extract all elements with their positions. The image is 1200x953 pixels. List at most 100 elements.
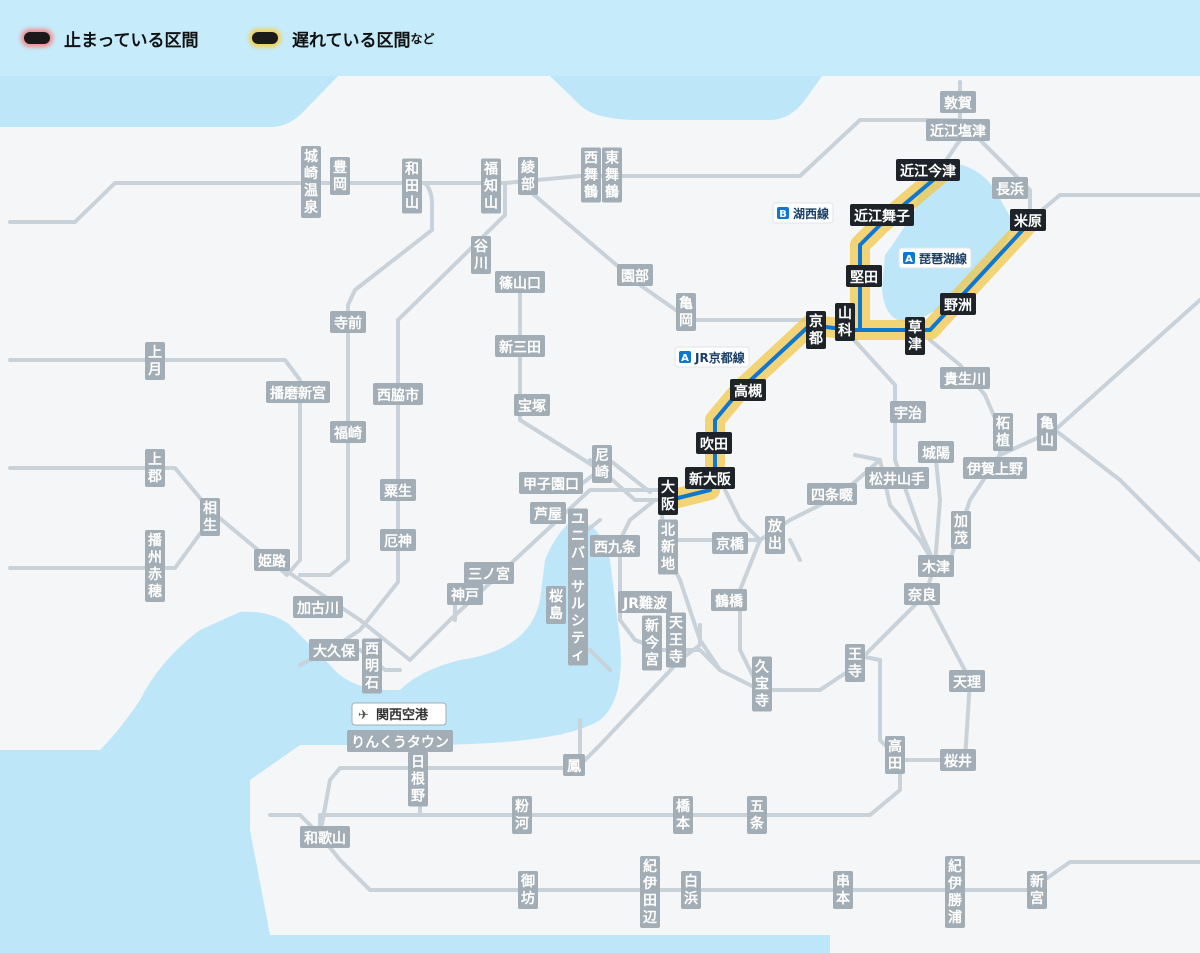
station-kokawa[interactable]: 粉河	[512, 796, 532, 834]
station-omi-shiotsu[interactable]: 近江塩津	[926, 119, 990, 141]
station-kameyama[interactable]: 亀山	[1037, 413, 1057, 451]
station-sasayamaguchi[interactable]: 篠山口	[495, 271, 545, 293]
station-fukusaki[interactable]: 福崎	[330, 421, 366, 443]
station-sakurajima[interactable]: 桜島	[546, 586, 566, 624]
station-joyo[interactable]: 城陽	[918, 441, 954, 463]
station-box	[514, 394, 550, 416]
station-gojo[interactable]: 五条	[747, 796, 767, 834]
station-teramae[interactable]: 寺前	[330, 311, 366, 333]
station-kizu[interactable]: 木津	[918, 555, 954, 577]
station-shin-imamiya[interactable]: 新今宮	[642, 615, 662, 671]
station-higashi-maizuru[interactable]: 東舞鶴	[602, 147, 622, 203]
station-maibara[interactable]: 米原	[1010, 209, 1046, 231]
airport-badge[interactable]: ✈関西空港	[351, 702, 447, 726]
station-shingu[interactable]: 新宮	[1027, 871, 1047, 909]
station-himeji[interactable]: 姫路	[254, 549, 290, 571]
station-okubo[interactable]: 大久保	[309, 639, 359, 661]
station-kamigori2[interactable]: 上郡	[145, 449, 165, 487]
station-koshienguchi[interactable]: 甲子園口	[519, 472, 583, 494]
station-katata[interactable]: 堅田	[846, 265, 882, 287]
station-nishi-maizuru[interactable]: 西舞鶴	[581, 147, 601, 203]
station-tsuruhashi[interactable]: 鶴橋	[711, 589, 747, 611]
station-yakujin[interactable]: 厄神	[380, 529, 416, 551]
station-box	[658, 477, 678, 515]
station-universal[interactable]: ユニバーサルシティ	[568, 508, 588, 666]
station-name: 東舞鶴	[605, 150, 619, 201]
station-takada[interactable]: 高田	[885, 736, 905, 774]
station-omi-maiko[interactable]: 近江舞子	[850, 204, 914, 226]
station-oji[interactable]: 王寺	[845, 644, 865, 682]
station-ayabe[interactable]: 綾部	[518, 157, 538, 195]
station-osaka[interactable]: 大阪	[658, 477, 678, 515]
station-name: 木津	[921, 559, 950, 576]
airport-name: 関西空港	[376, 707, 429, 723]
station-takarazuka[interactable]: 宝塚	[514, 394, 550, 416]
station-otori[interactable]: 鳳	[563, 754, 585, 776]
station-kamo[interactable]: 加茂	[951, 511, 971, 549]
station-matsuiyamate[interactable]: 松井山手	[865, 467, 929, 489]
station-sakurai[interactable]: 桜井	[940, 749, 976, 771]
station-nara[interactable]: 奈良	[904, 583, 940, 605]
station-yasu[interactable]: 野洲	[940, 293, 976, 315]
station-kakogawa[interactable]: 加古川	[293, 596, 343, 618]
station-wadayama[interactable]: 和田山	[402, 158, 422, 214]
station-harima-shingu[interactable]: 播磨新宮	[266, 381, 330, 403]
station-tanigawa[interactable]: 谷川	[471, 236, 491, 274]
station-kyoto[interactable]: 京都	[806, 311, 826, 349]
station-box	[362, 638, 382, 694]
station-amagasaki[interactable]: 尼崎	[592, 445, 612, 483]
legend-stopped-label: 止まっている区間	[64, 30, 199, 51]
station-kyuhoji[interactable]: 久宝寺	[752, 656, 772, 712]
station-yamashina[interactable]: 山科	[835, 303, 855, 341]
station-kyobashi[interactable]: 京橋	[712, 532, 748, 554]
station-nagahama[interactable]: 長浜	[992, 177, 1028, 199]
station-kushimoto[interactable]: 串本	[833, 871, 853, 909]
station-shin-osaka[interactable]: 新大阪	[685, 467, 735, 489]
station-shirahama[interactable]: 白浜	[681, 871, 701, 909]
station-fukuchiyama[interactable]: 福知山	[481, 158, 501, 214]
station-takatsuki[interactable]: 高槻	[730, 379, 766, 401]
station-tennoji[interactable]: 天王寺	[666, 612, 686, 668]
station-suita[interactable]: 吹田	[696, 432, 732, 454]
station-ashiya[interactable]: 芦屋	[530, 502, 566, 524]
station-kii-tanabe[interactable]: 紀伊田辺	[640, 856, 660, 928]
station-banshu-ako[interactable]: 播州赤穂	[145, 530, 165, 602]
station-awaga[interactable]: 粟生	[380, 479, 416, 501]
station-box	[730, 379, 766, 401]
station-hineno[interactable]: 日根野	[408, 751, 428, 807]
station-kibukawa[interactable]: 貴生川	[940, 367, 990, 389]
station-iga-ueno[interactable]: 伊賀上野	[963, 457, 1027, 479]
station-hanaten[interactable]: 放出	[765, 516, 785, 554]
station-tenri[interactable]: 天理	[949, 670, 985, 692]
station-sonobe[interactable]: 園部	[617, 264, 653, 286]
station-toyooka[interactable]: 豊岡	[330, 157, 350, 195]
station-tsuge[interactable]: 柘植	[993, 413, 1013, 451]
station-kinosaki[interactable]: 城崎温泉	[301, 146, 321, 218]
station-kii-katsuura[interactable]: 紀伊勝浦	[945, 856, 965, 928]
badge-letter-box	[777, 207, 789, 219]
station-kusatsu[interactable]: 草津	[905, 317, 925, 355]
station-nishikujo[interactable]: 西九条	[590, 535, 640, 557]
station-nishi-akashi[interactable]: 西明石	[362, 638, 382, 694]
station-tsuruga[interactable]: 敦賀	[940, 91, 976, 113]
station-omi-imazu[interactable]: 近江今津	[896, 159, 960, 181]
station-wakayama[interactable]: 和歌山	[300, 826, 350, 848]
station-sannomiya[interactable]: 三ノ宮	[464, 562, 514, 584]
station-kitashinchi[interactable]: 北新地	[658, 519, 678, 575]
station-nishiwakishi[interactable]: 西脇市	[373, 383, 423, 405]
station-uji[interactable]: 宇治	[890, 401, 926, 423]
station-kobe[interactable]: 神戸	[447, 583, 483, 605]
station-kameoka[interactable]: 亀岡	[676, 293, 696, 331]
station-shijonawate[interactable]: 四条畷	[807, 483, 857, 505]
station-kamigori[interactable]: 上月	[145, 342, 165, 380]
station-hashimoto[interactable]: 橋本	[673, 796, 693, 834]
station-rinku-town[interactable]: りんくうタウン	[347, 730, 453, 752]
station-aioi[interactable]: 相生	[200, 498, 220, 536]
station-shin-sanda[interactable]: 新三田	[495, 335, 545, 357]
station-gobo[interactable]: 御坊	[518, 871, 538, 909]
station-jr-namba[interactable]: JR難波	[618, 591, 672, 613]
station-box	[846, 265, 882, 287]
